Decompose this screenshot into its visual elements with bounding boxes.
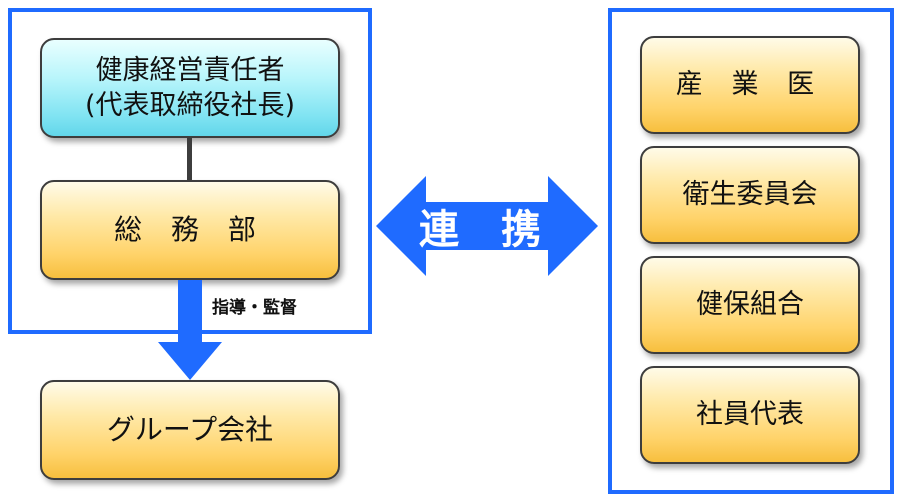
representative-director-label: (代表取締役社長) [84, 90, 296, 121]
down-arrow-icon [158, 280, 222, 380]
right-group-frame [608, 8, 894, 494]
health-management-officer-box: 健康経営責任者 (代表取締役社長) [40, 38, 340, 138]
industrial-physician-label: 産 業 医 [675, 69, 825, 101]
health-insurance-union-box: 健保組合 [640, 256, 860, 354]
group-companies-box: グループ会社 [40, 380, 340, 480]
industrial-physician-box: 産 業 医 [640, 36, 860, 134]
health-insurance-union-label: 健保組合 [696, 289, 804, 321]
employee-representative-box: 社員代表 [640, 366, 860, 464]
double-arrow-icon [376, 176, 598, 276]
health-committee-box: 衛生委員会 [640, 146, 860, 244]
connector-line [187, 138, 192, 180]
general-affairs-label: 総 務 部 [114, 212, 266, 246]
health-committee-label: 衛生委員会 [682, 179, 818, 211]
employee-representative-label: 社員代表 [696, 399, 804, 431]
collaboration-label: 連 携 [376, 176, 598, 276]
guidance-supervision-label: 指導・監督 [212, 298, 297, 318]
group-companies-label: グループ会社 [106, 412, 274, 446]
collaboration-text: 連 携 [419, 207, 555, 253]
general-affairs-box: 総 務 部 [40, 180, 340, 280]
health-management-officer-title: 健康経営責任者 [95, 54, 285, 86]
